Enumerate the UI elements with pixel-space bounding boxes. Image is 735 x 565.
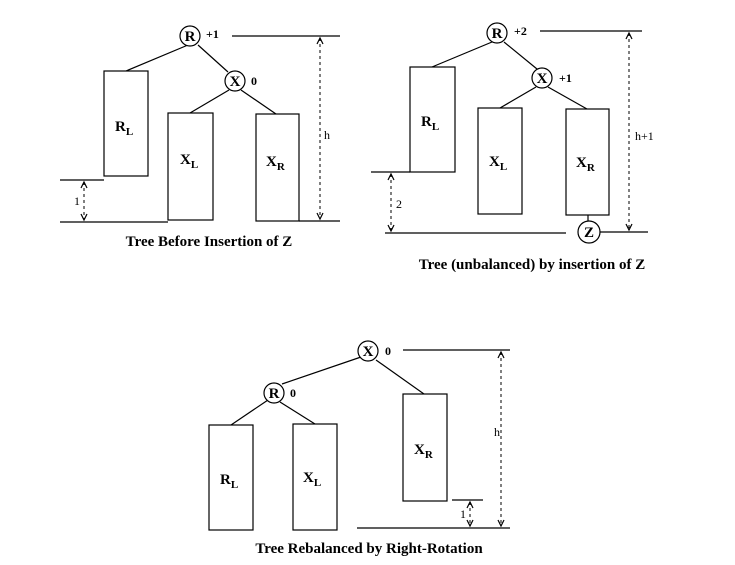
child-node-r <box>263 382 285 404</box>
height-arrow-down <box>625 223 633 232</box>
height-label: h <box>494 425 500 439</box>
subtree-rl-box <box>409 66 456 173</box>
child-node-x <box>531 67 553 89</box>
root-node-r <box>486 22 508 44</box>
height-arrow-down <box>497 519 505 528</box>
tree-before-insertion: R +1 X 0 RL XL XR h 1 Tree Before Insert… <box>60 25 340 250</box>
root-balance-factor: 0 <box>385 344 391 358</box>
diff-arrow-up <box>80 180 88 189</box>
inserted-node-label: Z <box>584 225 594 241</box>
height-arrow-up <box>497 350 505 359</box>
edge-r-to-rl <box>125 44 189 72</box>
height-arrow-up <box>316 36 324 45</box>
height-label: h+1 <box>635 129 654 143</box>
diff-label: 2 <box>396 197 402 211</box>
subtree-xl-label: XL <box>303 470 321 489</box>
subtree-xr-label: XR <box>576 155 596 174</box>
edge-x-to-r <box>281 356 362 385</box>
diff-arrow-down <box>80 213 88 222</box>
child-balance-factor: +1 <box>559 71 572 85</box>
subtree-xl-box <box>477 107 523 215</box>
diff-arrow-up <box>387 172 395 181</box>
edge-x-to-xr <box>375 359 425 395</box>
root-balance-factor: +2 <box>514 24 527 38</box>
diff-arrow-down <box>387 224 395 233</box>
child-node-x <box>224 70 246 92</box>
child-node-label: R <box>269 386 280 402</box>
caption-unbalanced: Tree (unbalanced) by insertion of Z <box>419 257 646 273</box>
child-node-label: X <box>537 71 548 87</box>
height-arrow-down <box>316 212 324 221</box>
edge-r-to-x <box>197 44 229 73</box>
subtree-xl-box <box>292 423 338 531</box>
root-balance-factor: +1 <box>206 27 219 41</box>
child-node-label: X <box>230 74 241 90</box>
caption-before: Tree Before Insertion of Z <box>126 234 293 250</box>
edge-r-to-xl <box>279 401 316 425</box>
root-node-r <box>179 25 201 47</box>
diff-arrow-up <box>466 500 474 509</box>
root-node-label: R <box>185 29 196 45</box>
subtree-rl-box <box>103 70 149 177</box>
height-arrow-up <box>625 31 633 40</box>
subtree-xr-box <box>255 113 300 222</box>
subtree-xr-label: XR <box>266 154 286 173</box>
root-node-x <box>357 340 379 362</box>
tree-rebalanced: X 0 R 0 RL XL XR h 1 Tree Rebalanced by … <box>208 340 510 557</box>
diff-label: 1 <box>74 194 80 208</box>
tree-unbalanced: R +2 X +1 RL XL XR Z h+1 2 Tree (unbalan… <box>371 22 654 273</box>
height-label: h <box>324 128 330 142</box>
edge-x-to-xr <box>547 86 588 110</box>
diff-label: 1 <box>460 507 466 521</box>
subtree-rl-label: RL <box>421 114 439 133</box>
root-node-label: R <box>492 26 503 42</box>
subtree-rl-box <box>208 424 254 531</box>
subtree-xr-box <box>565 108 610 216</box>
subtree-xl-label: XL <box>180 152 198 171</box>
child-balance-factor: 0 <box>290 386 296 400</box>
edge-x-to-xl <box>189 89 230 114</box>
edge-r-to-rl <box>230 399 269 426</box>
root-node-label: X <box>363 344 374 360</box>
subtree-rl-label: RL <box>115 119 133 138</box>
subtree-rl-label: RL <box>220 472 238 491</box>
diff-arrow-down <box>466 519 474 528</box>
edge-x-to-xl <box>499 86 537 109</box>
caption-rebalanced: Tree Rebalanced by Right-Rotation <box>255 541 483 557</box>
edge-r-to-x <box>503 41 538 70</box>
subtree-xr-label: XR <box>414 442 434 461</box>
edge-x-to-xr <box>240 89 277 115</box>
subtree-xl-label: XL <box>489 154 507 173</box>
subtree-xr-box <box>402 393 448 502</box>
subtree-xl-box <box>167 112 214 221</box>
child-balance-factor: 0 <box>251 74 257 88</box>
edge-r-to-rl <box>431 41 493 68</box>
